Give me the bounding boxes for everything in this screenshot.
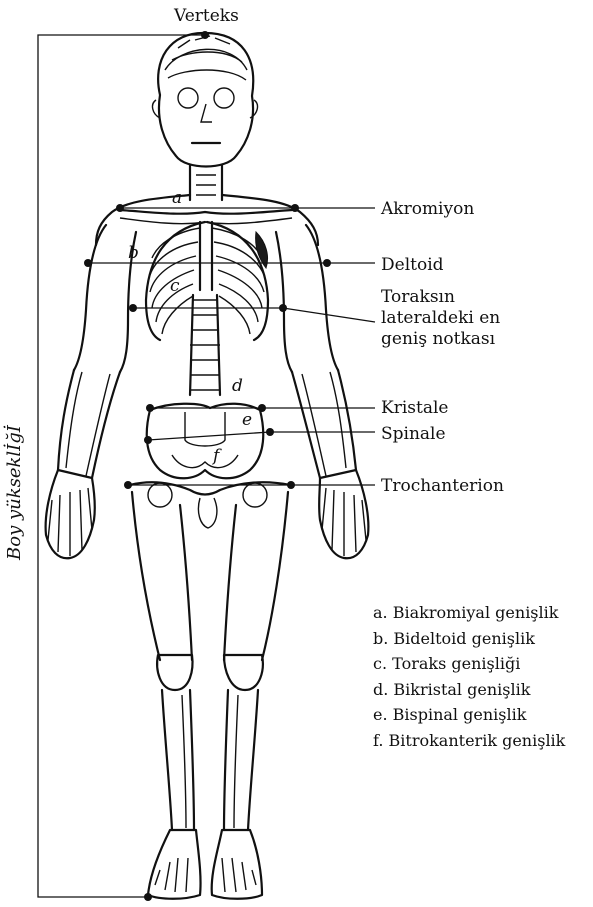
feet-drawing	[148, 830, 262, 899]
letter-a: a	[172, 188, 182, 208]
label-trochanterion: Trochanterion	[381, 476, 504, 496]
spine-drawing	[190, 165, 222, 395]
legend-item-e: e. Bispinal genişlik	[373, 702, 565, 728]
ribcage-drawing	[146, 222, 268, 340]
label-thorax-line3: geniş notkası	[381, 329, 495, 349]
letter-d: d	[232, 376, 243, 396]
label-thorax-line1: Toraksın	[381, 287, 455, 307]
label-cristale: Kristale	[381, 398, 448, 418]
letter-f: f	[213, 446, 219, 466]
head-drawing	[153, 33, 258, 167]
legs-drawing	[132, 492, 288, 830]
label-thorax-line2: lateraldeki en	[381, 308, 500, 328]
shoulder-drawing	[96, 195, 318, 245]
label-spinale: Spinale	[381, 424, 446, 444]
label-deltoid: Deltoid	[381, 255, 444, 275]
legend-item-c: c. Toraks genişliği	[373, 651, 565, 677]
label-thorax-notch: Toraksın lateraldeki en geniş notkası	[381, 287, 531, 350]
legend: a. Biakromiyal genişlik b. Bideltoid gen…	[373, 600, 565, 753]
legend-item-b: b. Bideltoid genişlik	[373, 626, 565, 652]
legend-item-d: d. Bikristal genişlik	[373, 677, 565, 703]
hands-drawing	[46, 470, 369, 558]
label-height: Boy yükseklİğİ	[4, 425, 25, 560]
pelvis-drawing	[130, 404, 290, 528]
letter-b: b	[128, 243, 139, 263]
letter-e: e	[242, 410, 252, 430]
letter-c: c	[170, 276, 180, 296]
label-acromion: Akromiyon	[381, 199, 474, 219]
legend-item-a: a. Biakromiyal genişlik	[373, 600, 565, 626]
label-vertex: Verteks	[174, 6, 239, 26]
legend-item-f: f. Bitrokanterik genişlik	[373, 728, 565, 754]
